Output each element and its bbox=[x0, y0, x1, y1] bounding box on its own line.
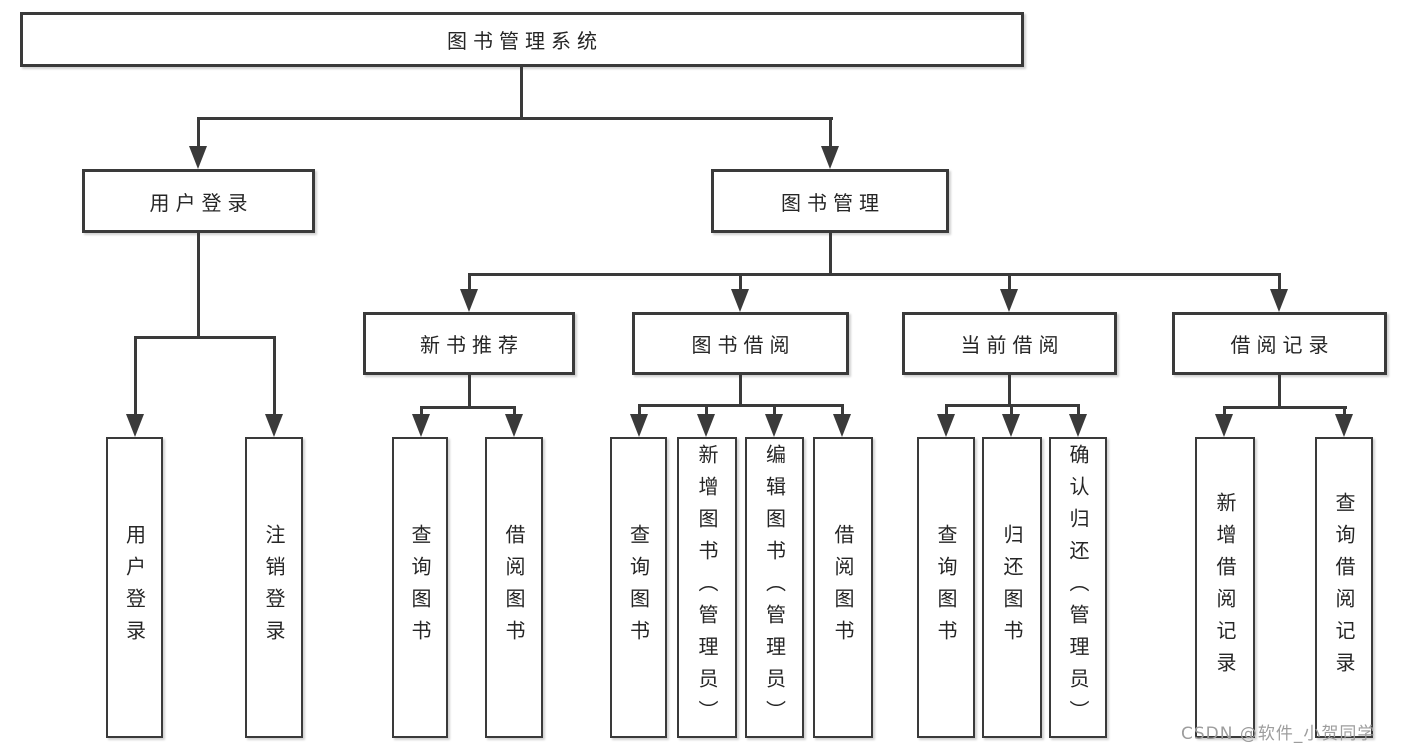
connector-vline bbox=[513, 406, 516, 416]
connector-hline bbox=[638, 404, 844, 407]
connector-vline bbox=[197, 233, 200, 339]
connector-arrowhead-down bbox=[1270, 289, 1288, 312]
connector-vline bbox=[1008, 375, 1011, 406]
node-current-borrowing: 当前借阅 bbox=[902, 312, 1117, 375]
connector-vline bbox=[197, 117, 200, 149]
node-book-management: 图书管理 bbox=[711, 169, 949, 233]
connector-arrowhead-down bbox=[460, 289, 478, 312]
connector-arrowhead-down bbox=[833, 414, 851, 437]
connector-vline bbox=[739, 273, 742, 291]
leaf-borrow-books-recommend: 借阅图书 bbox=[485, 437, 543, 738]
leaf-edit-book-admin: 编辑图书（管理员） bbox=[745, 437, 804, 738]
leaf-user-login: 用户登录 bbox=[106, 437, 163, 738]
connector-vline bbox=[705, 404, 708, 416]
connector-vline bbox=[841, 404, 844, 416]
connector-arrowhead-down bbox=[1000, 289, 1018, 312]
connector-vline bbox=[829, 117, 832, 149]
leaf-query-books-current: 查询图书 bbox=[917, 437, 975, 738]
connector-arrowhead-down bbox=[1335, 414, 1353, 437]
connector-arrowhead-down bbox=[1069, 414, 1087, 437]
leaf-add-book-admin: 新增图书（管理员） bbox=[677, 437, 737, 738]
csdn-watermark: CSDN @软件_小贺同学 bbox=[1181, 724, 1376, 744]
connector-vline bbox=[1077, 404, 1080, 416]
connector-arrowhead-down bbox=[1215, 414, 1233, 437]
connector-vline bbox=[134, 336, 137, 416]
leaf-return-book: 归还图书 bbox=[982, 437, 1042, 738]
node-borrowing-records: 借阅记录 bbox=[1172, 312, 1387, 375]
connector-arrowhead-down bbox=[731, 289, 749, 312]
connector-arrowhead-down bbox=[126, 414, 144, 437]
connector-arrowhead-down bbox=[937, 414, 955, 437]
connector-vline bbox=[638, 404, 641, 416]
leaf-confirm-return-admin: 确认归还（管理员） bbox=[1049, 437, 1107, 738]
connector-vline bbox=[420, 406, 423, 416]
leaf-query-books-borrowing: 查询图书 bbox=[610, 437, 667, 738]
connector-vline bbox=[1278, 273, 1281, 291]
connector-vline bbox=[739, 375, 742, 406]
node-user-login: 用户登录 bbox=[82, 169, 315, 233]
connector-vline bbox=[520, 67, 523, 120]
connector-vline bbox=[1010, 404, 1013, 416]
node-library-management-system: 图书管理系统 bbox=[20, 12, 1024, 67]
connector-vline bbox=[1278, 375, 1281, 408]
connector-arrowhead-down bbox=[412, 414, 430, 437]
leaf-query-borrow-record: 查询借阅记录 bbox=[1315, 437, 1373, 738]
connector-arrowhead-down bbox=[697, 414, 715, 437]
connector-hline bbox=[468, 273, 1281, 276]
connector-vline bbox=[945, 404, 948, 416]
connector-arrowhead-down bbox=[505, 414, 523, 437]
connector-vline bbox=[1008, 273, 1011, 291]
leaf-query-books-recommend: 查询图书 bbox=[392, 437, 448, 738]
leaf-borrow-books-borrowing: 借阅图书 bbox=[813, 437, 873, 738]
connector-arrowhead-down bbox=[630, 414, 648, 437]
connector-vline bbox=[468, 273, 471, 291]
connector-vline bbox=[1223, 406, 1226, 416]
connector-hline bbox=[1223, 406, 1347, 409]
node-new-book-recommendation: 新书推荐 bbox=[363, 312, 575, 375]
leaf-logout: 注销登录 bbox=[245, 437, 303, 738]
connector-vline bbox=[773, 404, 776, 416]
connector-arrowhead-down bbox=[765, 414, 783, 437]
connector-vline bbox=[829, 233, 832, 275]
connector-hline bbox=[134, 336, 276, 339]
connector-arrowhead-down bbox=[189, 146, 207, 169]
connector-hline bbox=[197, 117, 833, 120]
leaf-add-borrow-record: 新增借阅记录 bbox=[1195, 437, 1255, 738]
connector-vline bbox=[273, 336, 276, 416]
connector-arrowhead-down bbox=[265, 414, 283, 437]
node-book-borrowing: 图书借阅 bbox=[632, 312, 849, 375]
connector-vline bbox=[1343, 406, 1346, 416]
connector-arrowhead-down bbox=[1002, 414, 1020, 437]
connector-hline bbox=[420, 406, 516, 409]
connector-arrowhead-down bbox=[821, 146, 839, 169]
connector-vline bbox=[468, 375, 471, 408]
